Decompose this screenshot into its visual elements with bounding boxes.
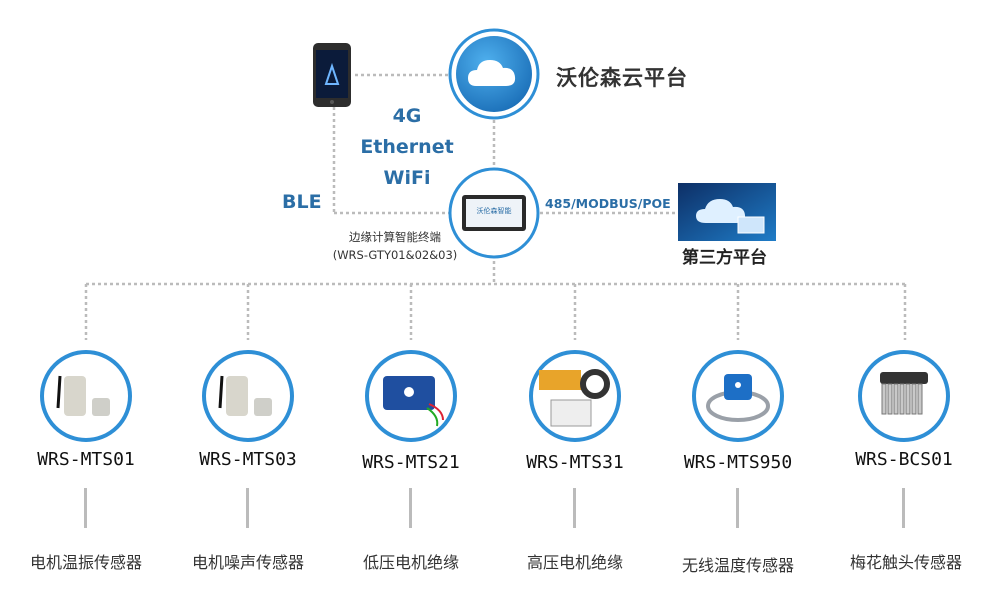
protocol-label: 485/MODBUS/POE: [545, 196, 671, 211]
third-party-label: 第三方平台: [682, 248, 767, 268]
device-desc: 电机噪声传感器: [191, 553, 304, 572]
device-connector: [736, 488, 739, 528]
gateway-label: 边缘计算智能终端 (WRS-GTY01&02&03): [330, 228, 460, 264]
phone-icon: [312, 42, 352, 108]
device-icon-mts950: [692, 350, 784, 442]
cloud-platform-label: 沃伦森云平台: [556, 66, 688, 90]
gateway-screen-text: 沃伦森智能: [476, 207, 512, 215]
ble-label: BLE: [282, 191, 322, 213]
device-connector: [84, 488, 87, 528]
network-wifi: WiFi: [383, 167, 431, 189]
network-ethernet: Ethernet: [360, 136, 454, 158]
device-icon-mts03: [202, 350, 294, 442]
device-model: WRS-BCS01: [855, 449, 953, 470]
gateway-model: (WRS-GTY01&02&03): [332, 248, 458, 262]
device-connector: [902, 488, 905, 528]
device-icon-bcs01: [858, 350, 950, 442]
device-icon-mts01: [40, 350, 132, 442]
device-model: WRS-MTS01: [37, 449, 135, 470]
gateway-icon: [448, 167, 540, 259]
device-desc: 低压电机绝缘: [362, 553, 459, 572]
network-4g: 4G: [392, 105, 422, 127]
third-party-image: [678, 183, 776, 241]
device-desc: 电机温振传感器: [29, 553, 142, 572]
device-connector: [573, 488, 576, 528]
device-model: WRS-MTS21: [362, 452, 460, 473]
device-icon-mts31: [529, 350, 621, 442]
device-connector: [409, 488, 412, 528]
cloud-platform-icon: [448, 28, 540, 120]
device-desc: 无线温度传感器: [681, 556, 794, 575]
device-model: WRS-MTS950: [683, 452, 793, 473]
device-icon-mts21: [365, 350, 457, 442]
device-connector: [246, 488, 249, 528]
device-model: WRS-MTS31: [526, 452, 624, 473]
device-desc: 高压电机绝缘: [526, 553, 623, 572]
device-model: WRS-MTS03: [199, 449, 297, 470]
network-labels: 4G Ethernet WiFi: [352, 101, 462, 194]
gateway-name: 边缘计算智能终端: [349, 230, 441, 244]
device-desc: 梅花触头传感器: [849, 553, 962, 572]
